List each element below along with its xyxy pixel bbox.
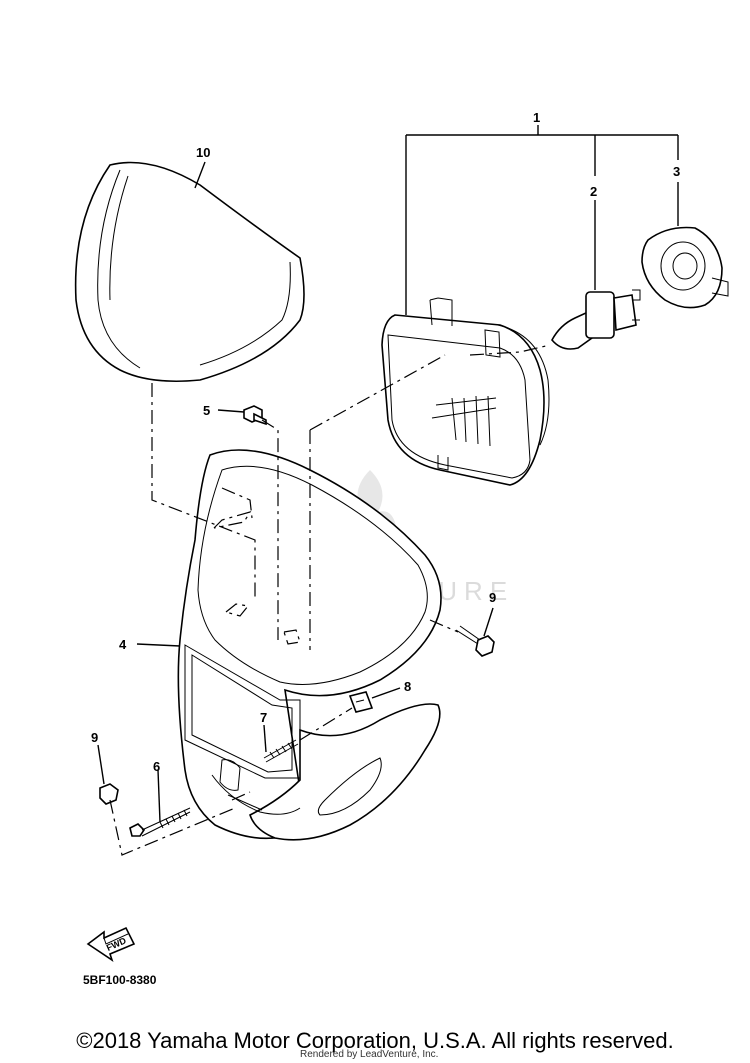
bolt-9-upper [455, 625, 495, 657]
assembly-lines [109, 344, 551, 856]
lens-pattern [431, 395, 497, 447]
callout-2: 2 [590, 184, 597, 199]
screw-7 [263, 739, 299, 763]
rendered-by-note: Rendered by LeadVenture, Inc. [300, 1049, 439, 1060]
callout-8: 8 [404, 679, 411, 694]
callout-9-lower: 9 [91, 730, 98, 745]
headlight-bulb [551, 289, 641, 350]
callout-3: 3 [673, 164, 680, 179]
copyright-notice: ©2018 Yamaha Motor Corporation, U.S.A. A… [76, 1028, 674, 1053]
visor [74, 161, 305, 383]
callout-10: 10 [196, 145, 210, 160]
bolt-5 [243, 405, 267, 426]
bolt-9-lower [99, 783, 119, 805]
headlight-unit [381, 297, 550, 486]
nut-8 [348, 691, 374, 713]
leader-lines [97, 125, 679, 823]
headlight-cowl [177, 449, 442, 841]
bulb-socket-cover [641, 226, 729, 309]
callout-4: 4 [119, 637, 127, 652]
callout-1: 1 [533, 110, 540, 125]
fwd-arrow-icon: FWD [86, 926, 136, 962]
callout-9-upper: 9 [489, 590, 496, 605]
callout-7: 7 [260, 710, 267, 725]
callout-labels: 1 2 3 4 5 6 7 8 9 9 10 [91, 110, 680, 774]
diagram-code: 5BF100-8380 [83, 973, 157, 987]
callout-6: 6 [153, 759, 160, 774]
callout-5: 5 [203, 403, 210, 418]
bolt-6 [129, 807, 191, 837]
